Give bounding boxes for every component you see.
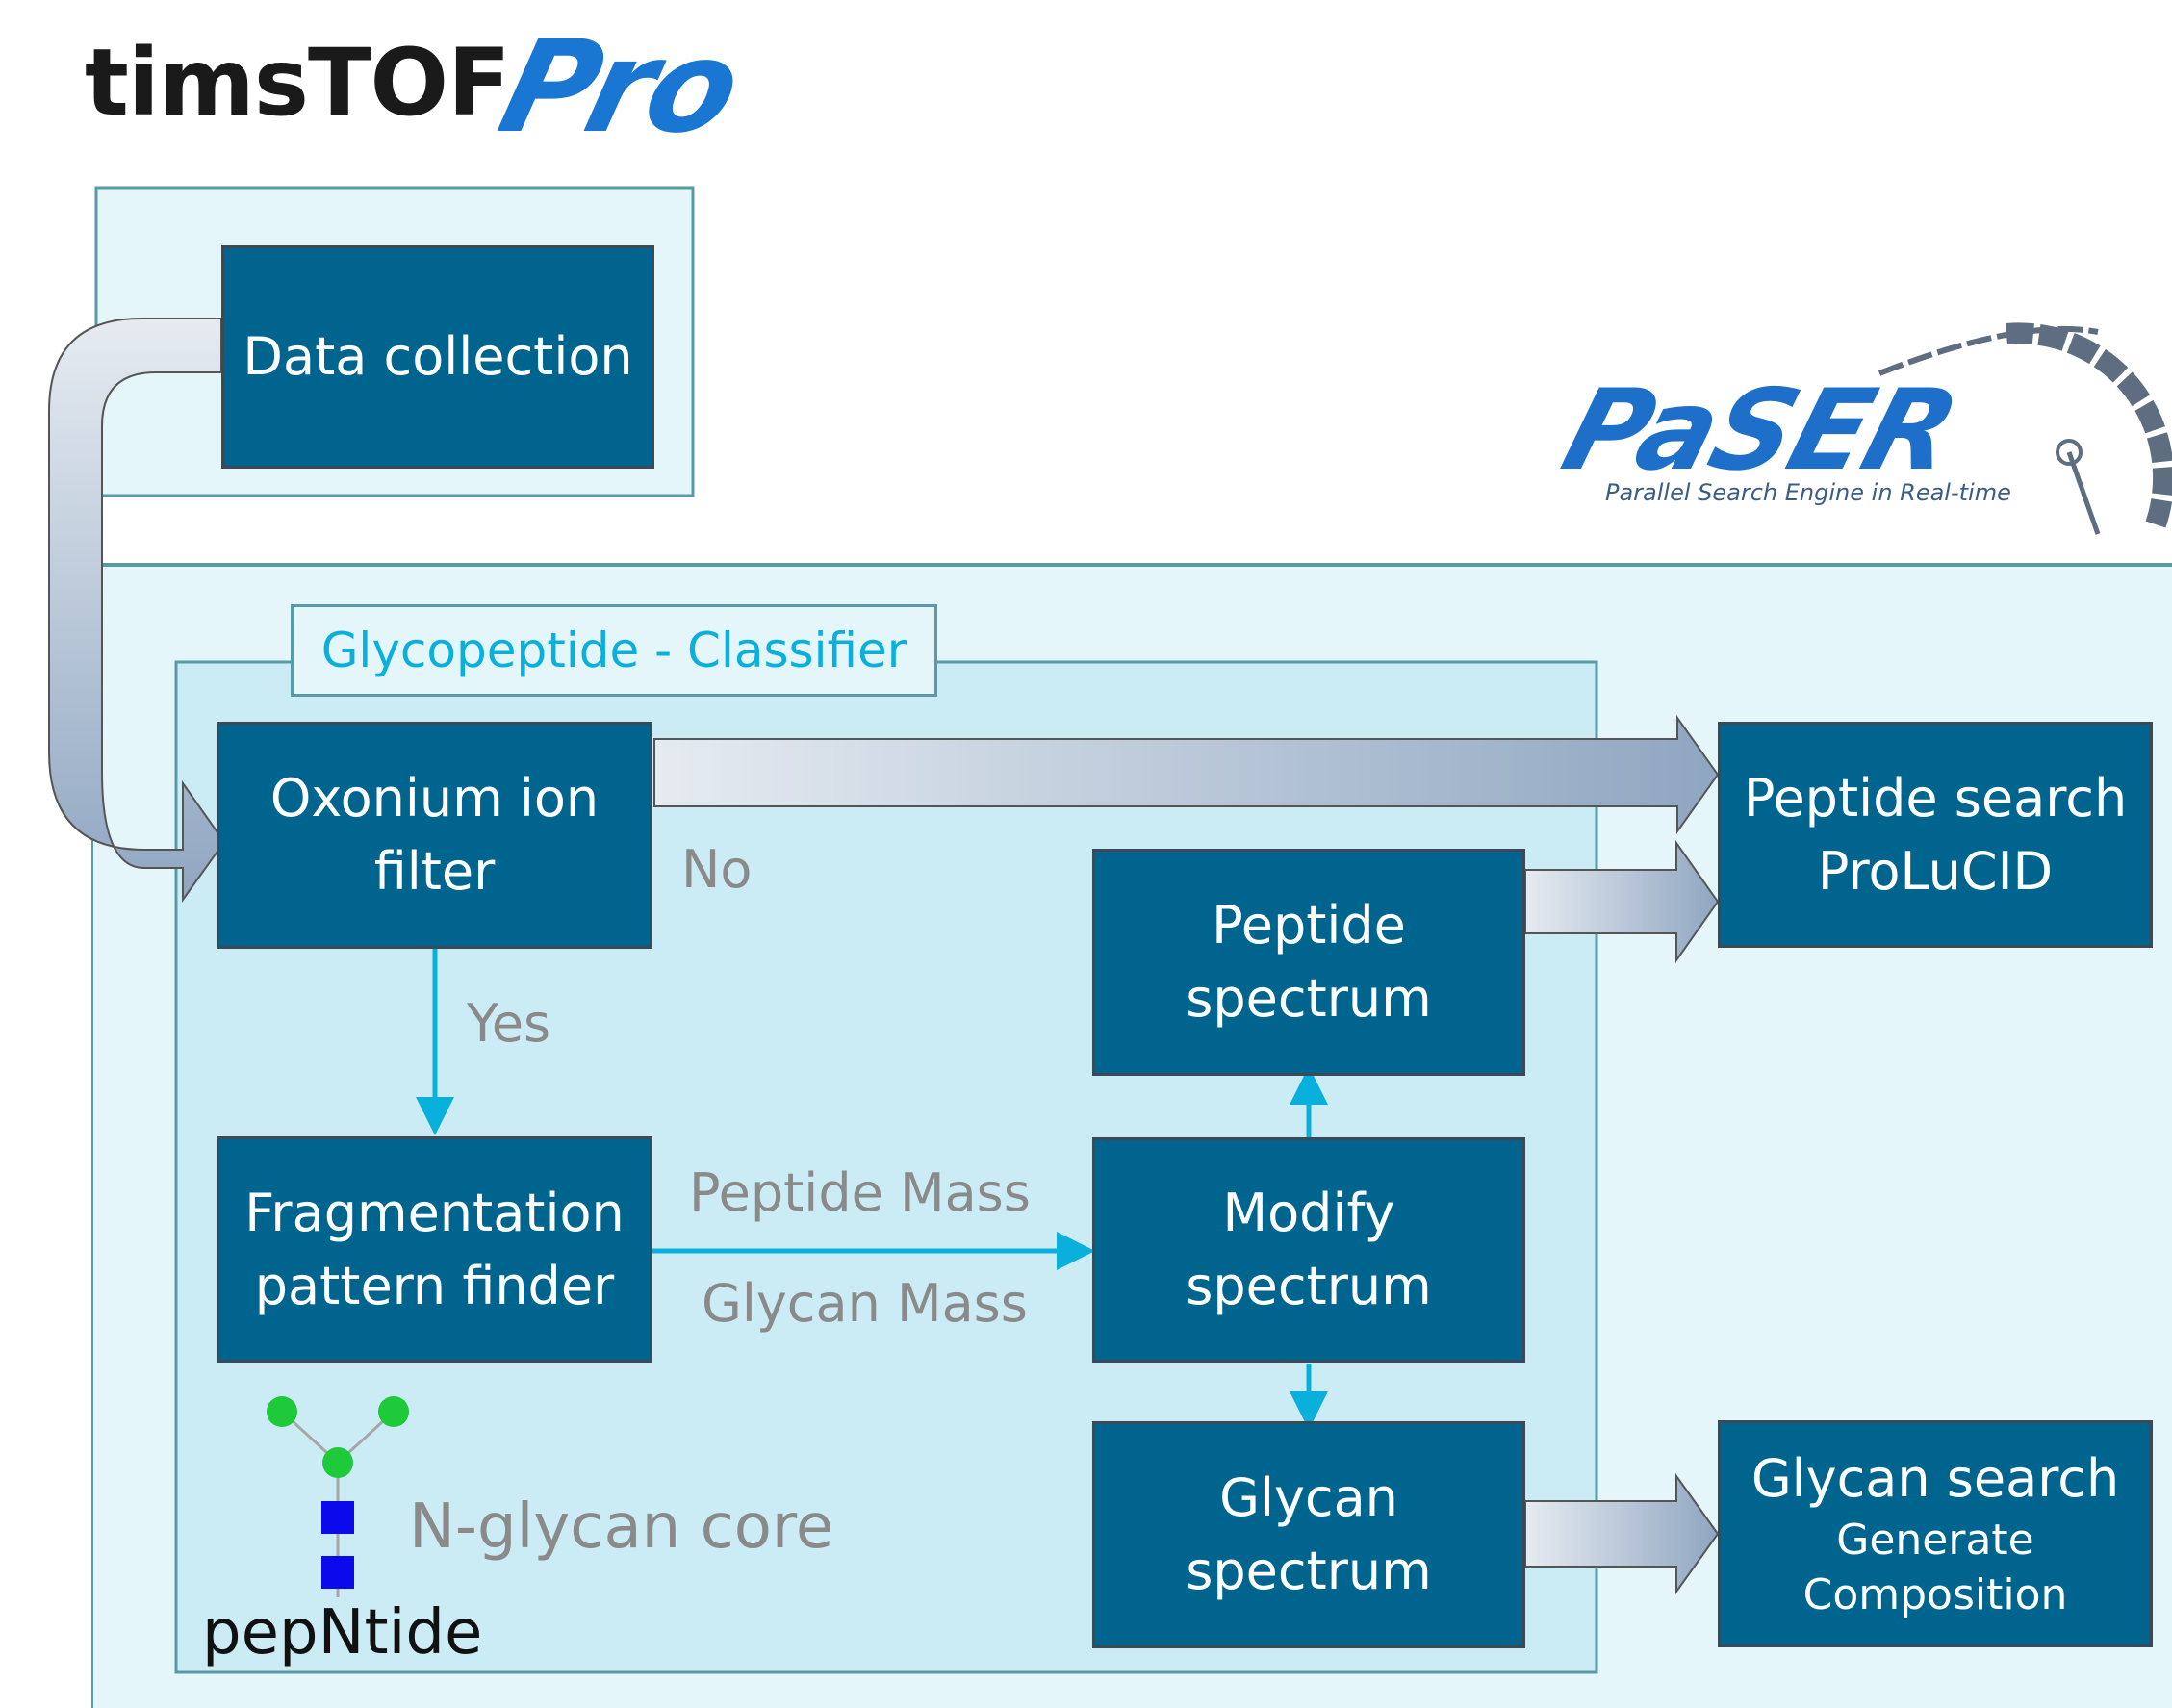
fragmentation-label-line1: Fragmentation	[244, 1182, 625, 1243]
glycan-spectrum-line1: Glycan	[1219, 1467, 1398, 1529]
oxonium-label-line2: filter	[373, 841, 496, 902]
peptide-search-line2: ProLuCID	[1817, 840, 2054, 902]
glycan-search-line1: Glycan search	[1750, 1447, 2120, 1509]
glycan-spectrum-box[interactable]: Glycan spectrum	[1092, 1421, 1525, 1648]
fragmentation-label-line2: pattern finder	[254, 1255, 615, 1316]
mannose-icon	[322, 1447, 353, 1478]
legend-peptide-label: pepNtide	[202, 1597, 483, 1669]
peptide-spectrum-line1: Peptide	[1212, 895, 1406, 956]
data-collection-box[interactable]: Data collection	[221, 245, 654, 469]
glycan-search-line2: Generate	[1836, 1515, 2034, 1565]
pro-logo: Pro	[486, 13, 752, 162]
edge-label-glycan-mass: Glycan Mass	[702, 1273, 1028, 1334]
peptide-spectrum-line2: spectrum	[1186, 968, 1432, 1029]
classifier-title: Glycopeptide - Classifier	[291, 604, 937, 697]
glycan-search-box[interactable]: Glycan search Generate Composition	[1718, 1420, 2153, 1647]
modify-spectrum-box[interactable]: Modify spectrum	[1092, 1137, 1525, 1363]
paser-tagline: Parallel Search Engine in Real-time	[1605, 479, 2011, 506]
mannose-icon	[378, 1396, 409, 1427]
edge-label-peptide-mass: Peptide Mass	[689, 1162, 1031, 1223]
oxonium-filter-box[interactable]: Oxonium ion filter	[217, 722, 652, 949]
data-collection-label: Data collection	[243, 326, 633, 388]
peptide-spectrum-box[interactable]: Peptide spectrum	[1092, 849, 1525, 1076]
glcnac-icon	[321, 1501, 354, 1534]
classifier-title-text: Glycopeptide - Classifier	[320, 623, 907, 678]
fragmentation-box[interactable]: Fragmentation pattern finder	[217, 1136, 652, 1363]
speedometer-arc-icon	[2006, 322, 2172, 528]
legend-n-glycan-core: N-glycan core	[409, 1491, 834, 1563]
glycan-spectrum-line2: spectrum	[1186, 1541, 1432, 1601]
timstof-logo: timsTOF	[85, 29, 511, 137]
arrow-no-to-peptide-search	[653, 714, 1720, 835]
edge-label-no: No	[681, 839, 753, 900]
glcnac-icon	[321, 1556, 354, 1589]
oxonium-label-line1: Oxonium ion	[269, 768, 600, 829]
speedometer-arc-icon	[1878, 325, 2099, 376]
glycan-search-line3: Composition	[1802, 1570, 2068, 1620]
arrow-glycan-spectrum-to-search	[1524, 1472, 1720, 1595]
curved-arrow-data-to-oxonium	[48, 318, 226, 904]
modify-spectrum-line2: spectrum	[1186, 1256, 1432, 1316]
paser-logo: PaSER	[1549, 366, 1971, 496]
mannose-icon	[267, 1396, 297, 1427]
peptide-search-line1: Peptide search	[1743, 767, 2128, 829]
edge-label-yes: Yes	[467, 993, 551, 1054]
arrow-peptide-spectrum-to-search	[1524, 839, 1720, 964]
peptide-search-box[interactable]: Peptide search ProLuCID	[1718, 722, 2153, 948]
modify-spectrum-line1: Modify	[1222, 1183, 1395, 1244]
